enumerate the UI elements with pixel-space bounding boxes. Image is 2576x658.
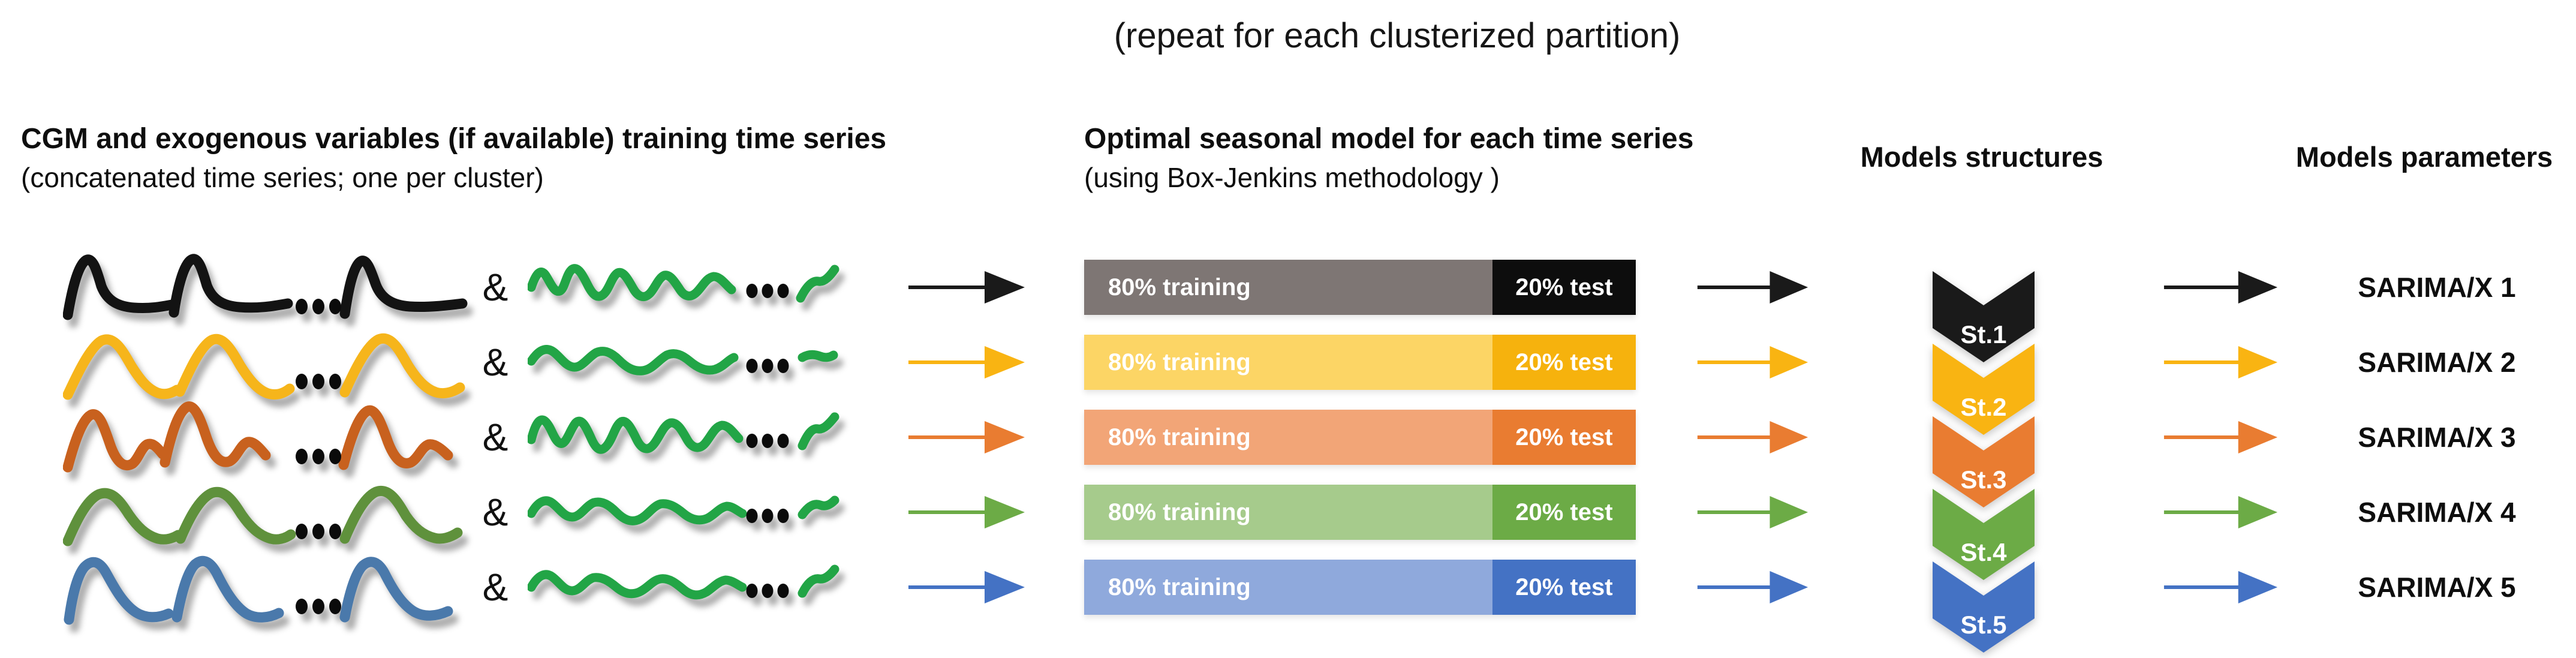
exogenous-curve: [528, 401, 839, 473]
arrow-right-icon: [2162, 563, 2279, 611]
arrow-right-icon: [907, 563, 1027, 611]
training-label: 80% training: [1108, 573, 1251, 600]
exogenous-curve-icon: [528, 412, 839, 454]
arrow-right-icon: [1696, 263, 1810, 311]
test-segment: 20% test: [1492, 485, 1636, 540]
chevron-down-icon: [1933, 271, 2035, 362]
optimal-model-subheading: (using Box-Jenkins methodology ): [1084, 162, 1500, 193]
test-label: 20% test: [1515, 498, 1613, 525]
cgm-curve: [63, 392, 471, 483]
column-heading-optimal-model: Optimal seasonal model for each time ser…: [1084, 120, 1693, 197]
model-label: SARIMA/X 3: [2358, 422, 2516, 453]
exogenous-curve-icon: [528, 564, 839, 600]
structure-chevron: St.2: [1932, 344, 2035, 435]
exogenous-curve-icon: [528, 495, 839, 525]
arrow-right-icon: [907, 338, 1027, 386]
training-series-subheading: (concatenated time series; one per clust…: [21, 162, 544, 193]
chevron-down-icon: [1933, 344, 2035, 435]
arrow-right-icon: [2162, 263, 2279, 311]
arrow-right-icon: [1696, 413, 1810, 461]
cgm-curve: [63, 467, 471, 558]
arrow-right-icon: [2162, 338, 2279, 386]
structure-label: St.2: [1960, 393, 2007, 421]
structure-label: St.4: [1960, 538, 2007, 566]
cgm-curve-icon: [63, 254, 468, 320]
model-label: SARIMA/X 5: [2358, 572, 2516, 603]
structure-chevron: St.5: [1932, 561, 2035, 653]
exogenous-curve: [528, 476, 839, 548]
exogenous-curve: [528, 251, 839, 323]
chevron-down-icon: [1933, 561, 2035, 653]
page-title: (repeat for each clusterized partition): [1114, 16, 1681, 55]
optimal-model-heading: Optimal seasonal model for each time ser…: [1084, 123, 1694, 155]
test-segment: 20% test: [1492, 560, 1636, 615]
training-test-bar: 80% training 20% test: [1084, 410, 1636, 465]
structure-chevron: St.3: [1932, 416, 2035, 507]
cgm-curve-icon: [63, 401, 453, 473]
chevron-down-icon: [1933, 489, 2035, 580]
cgm-curve: [63, 242, 471, 333]
column-heading-models-parameters: Models parameters: [2295, 141, 2553, 173]
cgm-curve-icon: [63, 486, 463, 546]
structure-chevron: St.1: [1932, 271, 2035, 362]
column-heading-models-structures: Models structures: [1860, 141, 2103, 173]
exogenous-curve: [528, 551, 839, 623]
cgm-curve: [63, 542, 471, 633]
ampersand-label: &: [482, 266, 508, 309]
test-segment: 20% test: [1492, 410, 1636, 465]
training-label: 80% training: [1108, 348, 1251, 375]
column-heading-training-series: CGM and exogenous variables (if availabl…: [21, 120, 886, 197]
ampersand-label: &: [482, 491, 508, 534]
chevron-down-icon: [1933, 416, 2035, 507]
structure-label: St.5: [1960, 611, 2007, 639]
structure-label: St.1: [1960, 320, 2007, 348]
test-label: 20% test: [1515, 423, 1613, 450]
exogenous-curve: [528, 326, 839, 398]
arrow-right-icon: [907, 488, 1027, 536]
cgm-curve-icon: [63, 333, 465, 400]
model-label: SARIMA/X 1: [2358, 272, 2516, 303]
structure-chevron: St.4: [1932, 489, 2035, 580]
arrow-right-icon: [2162, 488, 2279, 536]
training-segment: 80% training: [1084, 335, 1492, 390]
ampersand-label: &: [482, 341, 508, 384]
test-segment: 20% test: [1492, 260, 1636, 315]
arrow-right-icon: [907, 413, 1027, 461]
training-label: 80% training: [1108, 274, 1251, 301]
arrow-right-icon: [907, 263, 1027, 311]
arrow-right-icon: [1696, 563, 1810, 611]
cgm-curve: [63, 317, 471, 408]
training-segment: 80% training: [1084, 260, 1492, 315]
model-label: SARIMA/X 4: [2358, 497, 2516, 528]
arrow-right-icon: [1696, 338, 1810, 386]
test-label: 20% test: [1515, 274, 1613, 301]
ampersand-label: &: [482, 416, 508, 459]
cgm-curve-icon: [64, 555, 453, 625]
training-label: 80% training: [1108, 423, 1251, 450]
training-test-bar: 80% training 20% test: [1084, 485, 1636, 540]
test-segment: 20% test: [1492, 335, 1636, 390]
training-segment: 80% training: [1084, 560, 1492, 615]
test-label: 20% test: [1515, 573, 1613, 600]
structure-label: St.3: [1960, 465, 2007, 494]
model-label: SARIMA/X 2: [2358, 347, 2516, 378]
training-test-bar: 80% training 20% test: [1084, 335, 1636, 390]
arrow-right-icon: [1696, 488, 1810, 536]
training-segment: 80% training: [1084, 410, 1492, 465]
training-series-heading: CGM and exogenous variables (if availabl…: [21, 123, 887, 155]
training-test-bar: 80% training 20% test: [1084, 260, 1636, 315]
exogenous-curve-icon: [528, 264, 839, 303]
ampersand-label: &: [482, 566, 508, 609]
test-label: 20% test: [1515, 348, 1613, 375]
arrow-right-icon: [2162, 413, 2279, 461]
training-label: 80% training: [1108, 498, 1251, 525]
training-segment: 80% training: [1084, 485, 1492, 540]
exogenous-curve-icon: [528, 345, 838, 375]
training-test-bar: 80% training 20% test: [1084, 560, 1636, 615]
